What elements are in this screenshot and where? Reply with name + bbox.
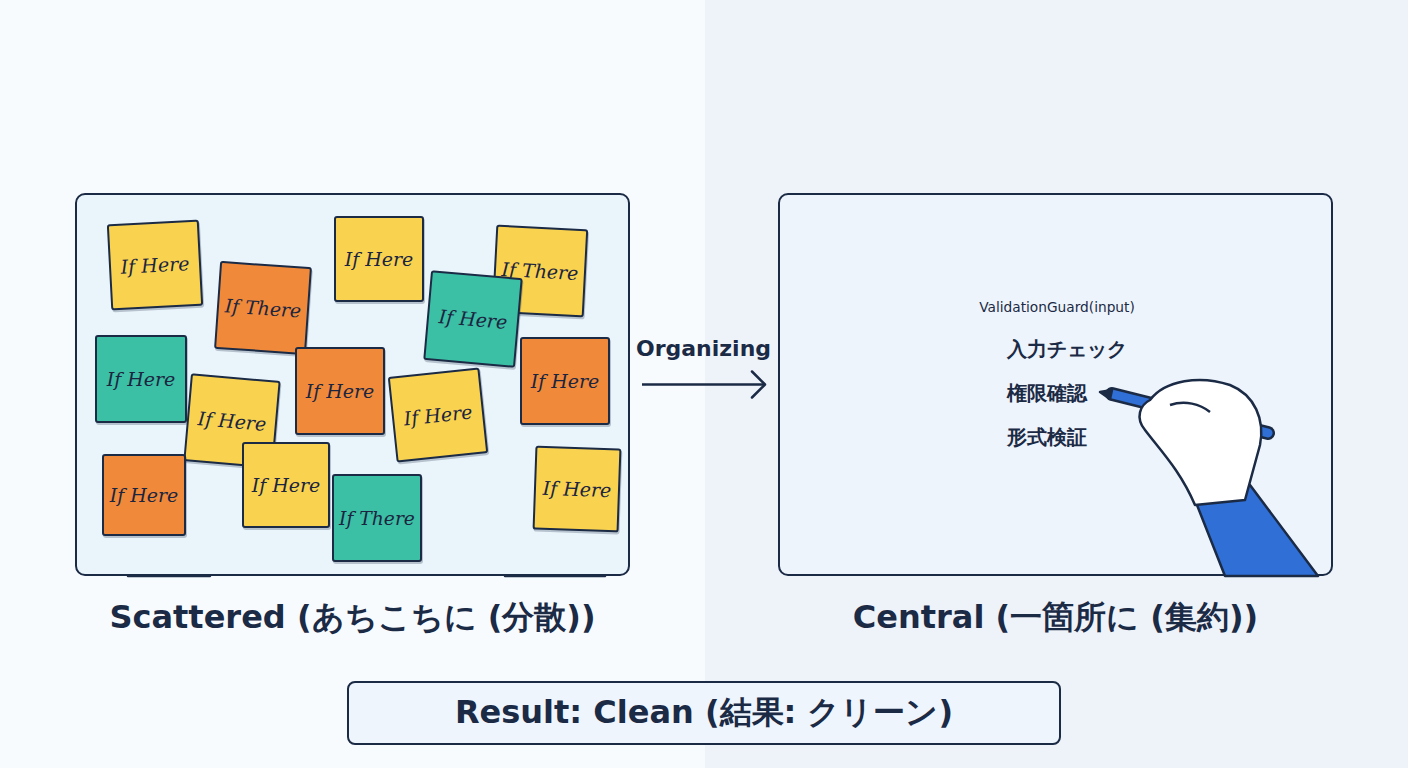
sticky-note: If Here — [295, 347, 385, 435]
note-text: If Here — [107, 368, 176, 390]
result-box: Result: Clean (結果: クリーン) — [347, 681, 1061, 745]
note-text: If Here — [197, 407, 267, 435]
sticky-note: If Here — [533, 446, 622, 533]
checklist-item: 権限確認 — [1007, 382, 1087, 404]
note-text: If Here — [438, 305, 508, 333]
sticky-note: If Here — [423, 270, 522, 368]
panel-caption: Central (一箇所に (集約)) — [740, 596, 1371, 640]
arrow-connector — [642, 372, 765, 398]
sticky-note: If Here — [242, 442, 330, 528]
checklist-item: 形式検証 — [1007, 426, 1087, 448]
note-text: If There — [224, 295, 302, 321]
note-text: If There — [339, 508, 415, 529]
note-text: If Here — [542, 477, 611, 501]
sticky-note: If Here — [102, 454, 186, 536]
checklist-item: 入力チェック — [1007, 338, 1127, 360]
function-name: ValidationGuard(input) — [952, 296, 1162, 318]
panel: Scattered (あちこちに (分散))If HereIf HereIf T… — [75, 193, 630, 576]
sticky-note: If Here — [107, 220, 203, 311]
note-text: If Here — [345, 248, 414, 270]
panel: Central (一箇所に (集約))ValidationGuard(input… — [778, 193, 1333, 576]
panel-caption: Scattered (あちこちに (分散)) — [37, 596, 668, 640]
note-text: If Here — [531, 370, 600, 392]
sticky-note: If Here — [520, 337, 610, 425]
result-text: Result: Clean (結果: クリーン) — [455, 691, 953, 735]
checklist-sheet: ValidationGuard(input) 入力チェック権限確認形式検証 — [952, 282, 1162, 512]
connector-line — [642, 383, 765, 386]
note-text: If Here — [110, 484, 179, 506]
sticky-note: If Here — [95, 335, 187, 423]
arrowhead — [752, 372, 765, 398]
note-text: If Here — [306, 380, 375, 402]
sticky-note: If There — [332, 474, 422, 562]
note-text: If Here — [403, 400, 474, 429]
sticky-note: If Here — [334, 216, 424, 302]
note-text: If Here — [120, 252, 190, 278]
sticky-note: If There — [214, 261, 312, 355]
edge-label: Organizing — [633, 336, 774, 361]
note-text: If Here — [252, 474, 321, 496]
sticky-note: If Here — [388, 367, 488, 462]
